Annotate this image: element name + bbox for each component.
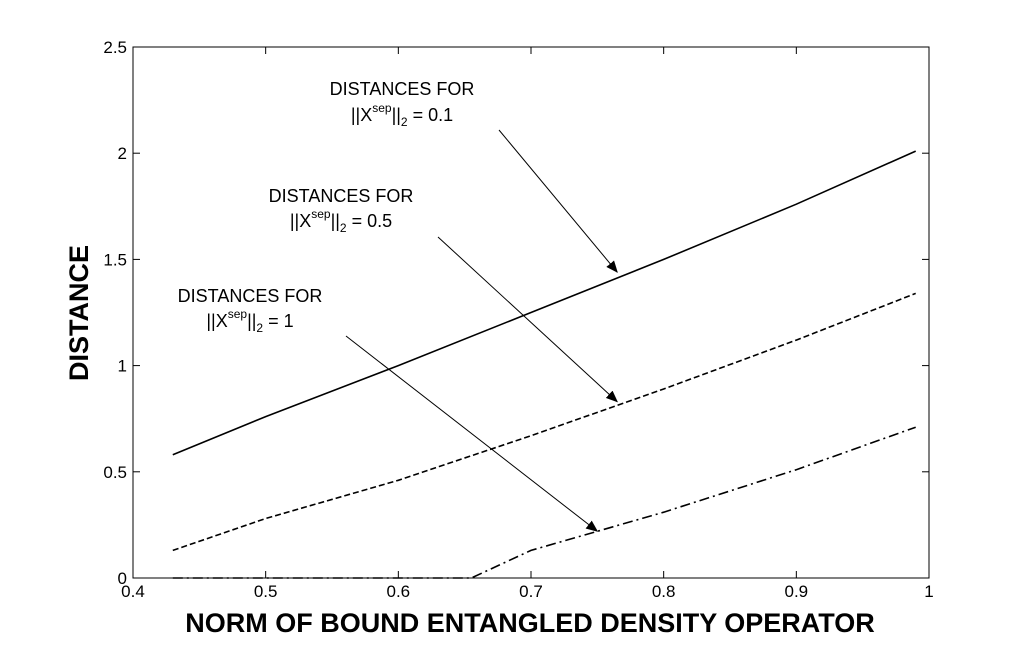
series-line-solid <box>172 150 917 456</box>
x-tick-label: 0.5 <box>254 582 278 601</box>
annotation-arrow <box>345 335 599 532</box>
annotation-subscript: 2 <box>256 321 263 335</box>
y-axis-title: DISTANCE <box>64 245 94 381</box>
annotation-superscript: sep <box>228 307 248 321</box>
annotation-formula: ||Xsep||2 = 1 <box>206 307 293 335</box>
annotation-arrow <box>437 236 618 403</box>
x-tick-label: 0.7 <box>519 582 543 601</box>
annotation-title: DISTANCES FOR <box>269 186 414 206</box>
y-tick-label: 1 <box>118 357 127 376</box>
annotation-norm-open: ||X <box>290 211 311 231</box>
series-line-dashdot <box>172 426 916 579</box>
annotation-title: DISTANCES FOR <box>330 79 475 99</box>
annotation-superscript: sep <box>311 207 331 221</box>
annotation-norm-close: || <box>331 211 340 231</box>
annotation-norm-open: ||X <box>351 105 372 125</box>
x-axis-title: NORM OF BOUND ENTANGLED DENSITY OPERATOR <box>185 608 875 638</box>
x-tick-label: 1 <box>924 582 933 601</box>
annotation-value: = 1 <box>263 311 294 331</box>
y-tick-label: 0 <box>118 569 127 588</box>
annotation-2: DISTANCES FOR||Xsep||2 = 1 <box>178 286 599 532</box>
annotation-0: DISTANCES FOR||Xsep||2 = 0.1 <box>330 79 618 273</box>
annotation-subscript: 2 <box>401 115 408 129</box>
annotation-value: = 0.1 <box>408 105 454 125</box>
annotation-norm-open: ||X <box>206 311 227 331</box>
annotation-title: DISTANCES FOR <box>178 286 323 306</box>
y-tick-label: 2 <box>118 144 127 163</box>
x-tick-label: 0.8 <box>652 582 676 601</box>
series-line-dashed <box>172 292 916 552</box>
annotation-subscript: 2 <box>340 221 347 235</box>
x-tick-label: 0.4 <box>121 582 145 601</box>
annotation-1: DISTANCES FOR||Xsep||2 = 0.5 <box>269 186 618 403</box>
x-tick-label: 0.9 <box>785 582 809 601</box>
x-tick-label: 0.6 <box>387 582 411 601</box>
annotation-norm-close: || <box>392 105 401 125</box>
series-group <box>172 150 917 579</box>
annotation-value: = 0.5 <box>347 211 393 231</box>
annotation-superscript: sep <box>372 101 392 115</box>
annotation-arrow <box>498 129 618 273</box>
annotation-formula: ||Xsep||2 = 0.5 <box>290 207 392 235</box>
annotation-formula: ||Xsep||2 = 0.1 <box>351 101 453 129</box>
y-tick-label: 1.5 <box>103 250 127 269</box>
y-tick-label: 0.5 <box>103 463 127 482</box>
annotation-norm-close: || <box>247 311 256 331</box>
axis-ticks: 0.4 0.5 0.6 0.7 0.8 0.9 1 0 0.5 1 1.5 2 2.5 <box>103 38 933 601</box>
y-tick-label: 2.5 <box>103 38 127 57</box>
